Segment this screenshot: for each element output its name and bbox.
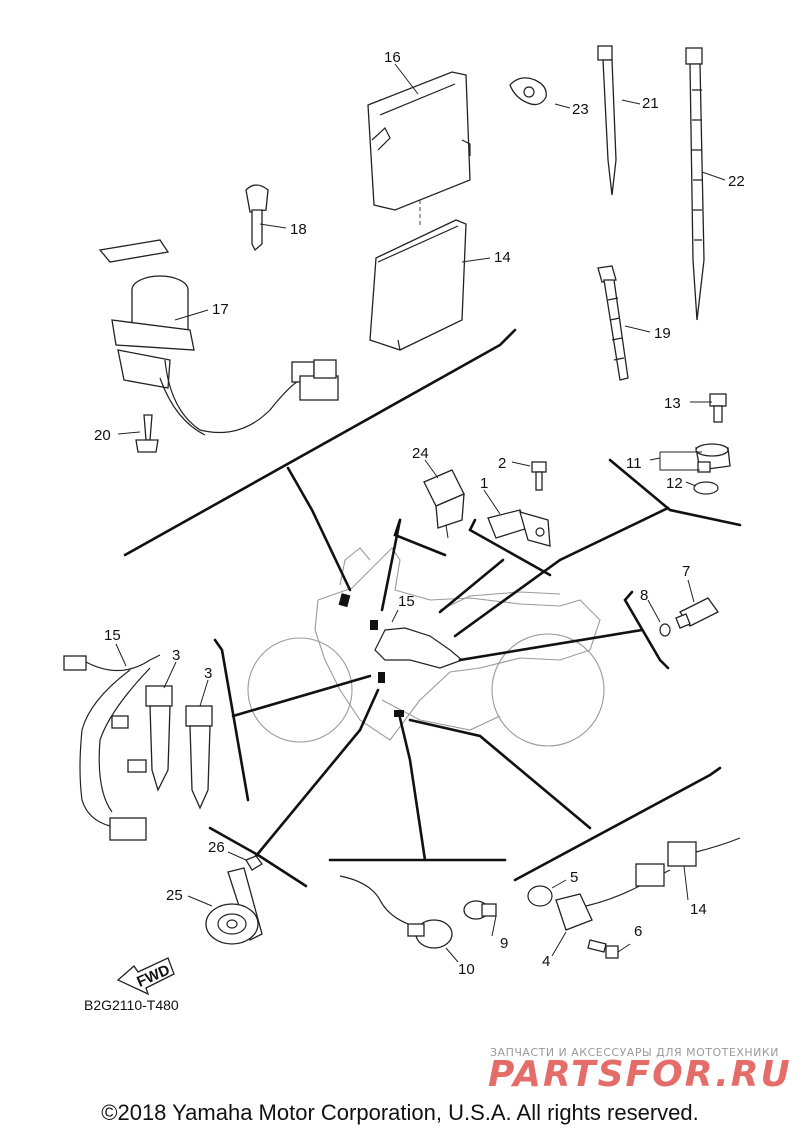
fwd-label: FWD (134, 961, 172, 990)
callout-2: 2 (498, 455, 506, 472)
copyright-notice: ©2018 Yamaha Motor Corporation, U.S.A. A… (101, 1100, 699, 1125)
callout-26: 26 (208, 839, 225, 856)
part-24-relay (423, 469, 465, 539)
callout-8: 8 (640, 587, 648, 604)
part-13-bolt (709, 393, 727, 423)
part-2-screw (531, 461, 547, 491)
callout-25: 25 (166, 887, 183, 904)
part-3-sensor-b (185, 705, 213, 810)
callout-5: 5 (570, 869, 578, 886)
part-23-clamp (509, 77, 547, 106)
part-11-sensor (695, 443, 731, 473)
callout-labels: 16 23 21 22 18 14 17 19 13 20 24 2 1 11 … (94, 49, 745, 978)
part-12-o-ring (693, 481, 719, 495)
callout-14-coupler: 14 (690, 901, 707, 918)
part-10-sensor (339, 875, 453, 949)
part-20-bolt (135, 414, 159, 453)
callout-21: 21 (642, 95, 659, 112)
watermark-logo-part3: .RU (715, 1054, 792, 1095)
callout-20: 20 (94, 427, 111, 444)
callout-3-b: 3 (204, 665, 212, 682)
callout-22: 22 (728, 173, 745, 190)
leader-lines (115, 63, 726, 963)
part-18-key (245, 184, 269, 252)
callout-15-left: 15 (104, 627, 121, 644)
part-15-wire-harness (63, 654, 161, 841)
callout-23: 23 (572, 101, 589, 118)
callout-6: 6 (634, 923, 642, 940)
callout-4: 4 (542, 953, 550, 970)
callout-16: 16 (384, 49, 401, 66)
watermark-tagline: ЗАПЧАСТИ И АКСЕССУАРЫ ДЛЯ МОТОТЕХНИКИ (490, 1046, 779, 1059)
callout-24: 24 (412, 445, 429, 462)
watermark-logo: PARTSFOR.RU (488, 1054, 792, 1095)
callout-7: 7 (682, 563, 690, 580)
part-9-switch (463, 900, 497, 920)
part-14-coupler (667, 837, 741, 867)
callout-19: 19 (654, 325, 671, 342)
part-22-cable-tie-long (685, 47, 705, 321)
part-5-o-ring (527, 885, 553, 907)
group-brackets (123, 328, 742, 888)
fwd-arrow (116, 957, 175, 996)
watermark-logo-part1: PARTS (488, 1054, 626, 1095)
part-3-sensor-a (145, 685, 173, 792)
motorcycle-silhouette (247, 547, 605, 747)
part-17-main-switch (98, 239, 339, 436)
part-4-sensor (555, 863, 671, 931)
part-16-ecu-cover (367, 71, 471, 211)
part-14-ecu (369, 219, 467, 351)
part-21-cable-tie (597, 45, 617, 196)
part-7-switch (675, 597, 719, 629)
part-1-sensor (487, 509, 551, 547)
callout-14-ecu: 14 (494, 249, 511, 266)
watermark: ЗАПЧАСТИ И АКСЕССУАРЫ ДЛЯ МОТОТЕХНИКИ PA… (488, 1046, 792, 1095)
callout-9: 9 (500, 935, 508, 952)
callout-15-center: 15 (398, 593, 415, 610)
callout-18: 18 (290, 221, 307, 238)
watermark-logo-part2: FOR (626, 1054, 716, 1095)
part-8-washer (659, 623, 671, 637)
callout-3-a: 3 (172, 647, 180, 664)
part-6-bolt (587, 939, 619, 959)
callout-11: 11 (626, 455, 642, 472)
part-26-nut (245, 855, 263, 871)
callout-1: 1 (480, 475, 488, 492)
callout-10: 10 (458, 961, 475, 978)
callout-12: 12 (666, 475, 683, 492)
diagram-code: B2G2110-T480 (84, 997, 179, 1013)
part-19-band (597, 265, 629, 381)
part-25-horn (205, 867, 263, 945)
exploded-parts-diagram: 16 23 21 22 18 14 17 19 13 20 24 2 1 11 … (63, 45, 792, 1095)
callout-13: 13 (664, 395, 681, 412)
callout-17: 17 (212, 301, 229, 318)
